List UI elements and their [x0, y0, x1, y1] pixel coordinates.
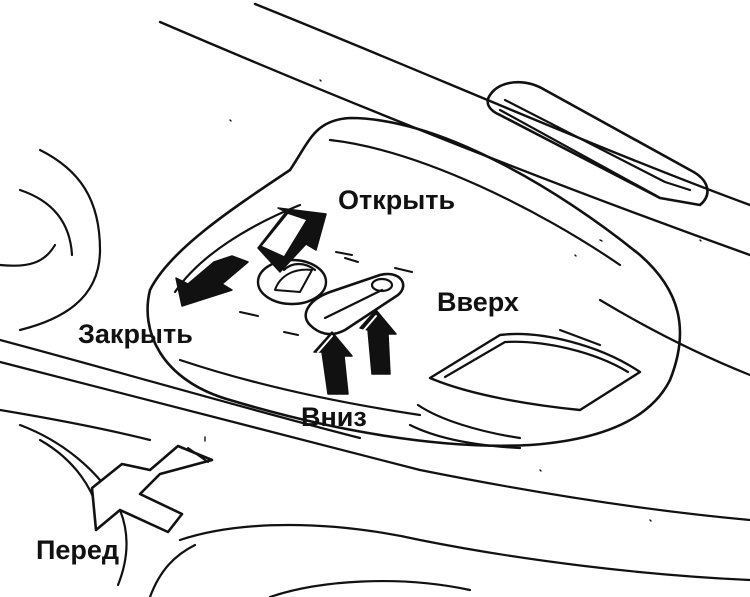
speckles [204, 79, 702, 522]
front-arrow [90, 444, 214, 534]
open-arrow [257, 207, 327, 273]
up-label: Вверх [437, 287, 519, 317]
close-label: Закрыть [78, 319, 193, 349]
console-body [146, 116, 682, 450]
grab-handle [486, 80, 709, 207]
down-label: Вниз [301, 402, 367, 432]
tilt-switch [304, 272, 405, 336]
map-light [428, 332, 642, 412]
down-arrow [313, 331, 353, 395]
slide-switch [256, 258, 328, 306]
close-arrow [175, 255, 249, 307]
up-arrow [359, 309, 397, 375]
front-label: Перед [36, 535, 120, 565]
indicator-marks [239, 251, 413, 336]
open-label: Открыть [338, 185, 456, 215]
